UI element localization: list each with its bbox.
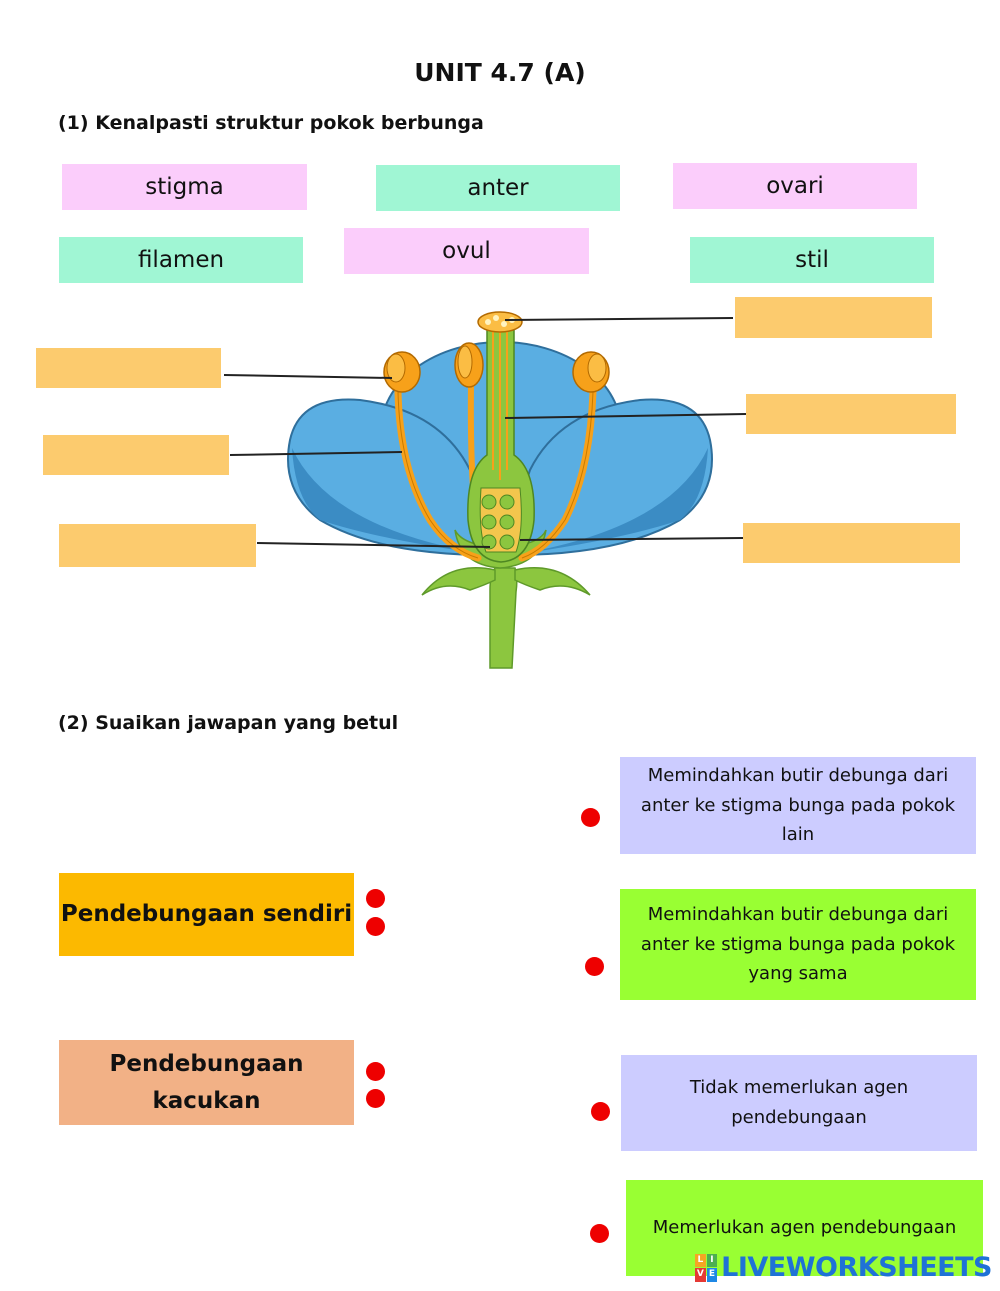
liveworksheets-logo: L I V E LIVEWORKSHEETS [695,1252,992,1283]
stigma-grain-1 [485,319,491,325]
petal-right-shade [512,448,708,555]
word-chip-ovari[interactable]: ovari [673,163,917,209]
pointer-line-ovule [256,542,491,548]
sepal-right [514,567,591,596]
desc-no-agent: Tidak memerlukan agen pendebungaan [621,1055,977,1151]
pointer-line-stigma [504,317,734,321]
filament-left-edge [397,391,479,559]
anther-right-lobe [587,353,607,383]
match-dot-term2-a[interactable] [366,1062,385,1081]
stigma-shape [477,311,523,333]
answer-box-right-3[interactable] [743,523,960,563]
flower-structure-diagram [223,311,747,669]
desc-other-plant: Memindahkan butir debunga dari anter ke … [620,757,976,854]
answer-box-right-2[interactable] [746,394,956,434]
stigma-grain-3 [501,321,507,327]
term-self-pollination: Pendebungaan sendiri [59,873,354,956]
match-dot-desc3[interactable] [591,1102,610,1121]
section1-heading: (1) Kenalpasti struktur pokok berbunga [58,112,484,134]
word-chip-anter[interactable]: anter [376,165,620,211]
desc-same-plant: Memindahkan butir debunga dari anter ke … [620,889,976,1000]
filament-right-edge [521,391,594,559]
ovule-1a [481,494,497,510]
page-title: UNIT 4.7 (A) [414,58,586,87]
answer-box-left-1[interactable] [36,348,221,388]
petal-left-shade [292,448,490,555]
word-chip-stil[interactable]: stil [690,237,934,283]
anther-left-lobe [386,353,406,383]
pointer-line-filament [229,451,403,456]
logo-text: LIVEWORKSHEETS [721,1252,992,1283]
pointer-line-style [504,413,747,419]
answer-box-left-2[interactable] [43,435,229,475]
ovule-1b [499,494,515,510]
match-dot-term2-b[interactable] [366,1089,385,1108]
match-dot-desc4[interactable] [590,1224,609,1243]
word-chip-ovul[interactable]: ovul [344,228,589,274]
match-dot-term1-a[interactable] [366,889,385,908]
match-dot-desc1[interactable] [581,808,600,827]
ovule-2b [499,514,515,530]
stem-shape [489,567,518,669]
ovule-3b [499,534,515,550]
match-dot-desc2[interactable] [585,957,604,976]
term-cross-pollination: Pendebungaan kacukan [59,1040,354,1125]
answer-box-left-3[interactable] [59,524,256,567]
pointer-line-anther [223,374,393,379]
stigma-grain-2 [493,315,499,321]
ovule-2a [481,514,497,530]
word-chip-stigma[interactable]: stigma [62,164,307,210]
sepal-left [421,567,496,596]
answer-box-right-1[interactable] [735,297,932,338]
ovule-3a [481,534,497,550]
match-dot-term1-b[interactable] [366,917,385,936]
word-chip-filamen[interactable]: filamen [59,237,303,283]
liveworksheets-logo-icon: L I V E [695,1253,718,1282]
pointer-line-ovary [519,537,744,541]
section2-heading: (2) Suaikan jawapan yang betul [58,712,399,734]
anther-middle-lobe [457,345,473,379]
desc-needs-agent: Memerlukan agen pendebungaan [626,1180,983,1276]
